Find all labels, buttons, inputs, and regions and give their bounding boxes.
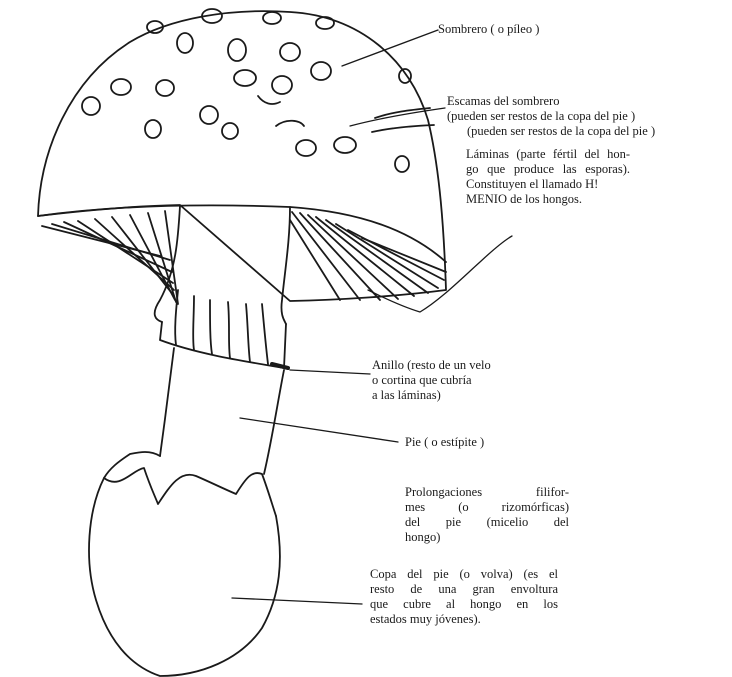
- lower-stem-left: [160, 348, 174, 456]
- cap-scale: [222, 123, 238, 139]
- label-escamas-line: Escamas del sombrero: [447, 94, 655, 109]
- gill-line: [78, 221, 173, 283]
- label-anillo: Anillo (resto de un velo o cortina que c…: [372, 358, 491, 403]
- label-prolongaciones-line: del pie (micelio del: [405, 515, 569, 530]
- label-laminas-line: Láminas (parte fértil del hon-: [466, 147, 630, 162]
- cap-scale: [200, 106, 218, 124]
- label-pie-text: Pie ( o estípite ): [405, 435, 484, 450]
- cap-outline: [38, 11, 446, 301]
- label-prolongaciones-line: mes (o rizomórficas): [405, 500, 569, 515]
- volva-top: [104, 452, 276, 516]
- label-copa: Copa del pie (o volva) (es el resto de u…: [370, 567, 558, 627]
- gill-line: [290, 220, 340, 300]
- cap-scale: [296, 140, 316, 156]
- label-copa-line: resto de una gran envoltura: [370, 582, 558, 597]
- label-copa-line: Copa del pie (o volva) (es el: [370, 567, 558, 582]
- cap-scale: [228, 39, 246, 61]
- label-prolongaciones: Prolongaciones filifor- mes (o rizomórfi…: [405, 485, 569, 545]
- label-escamas-line: (pueden ser restos de la copa del pie ): [447, 124, 655, 139]
- label-escamas-line: (pueden ser restos de la copa del pie ): [447, 109, 655, 124]
- label-copa-line: estados muy jóvenes).: [370, 612, 558, 627]
- label-anillo-line: Anillo (resto de un velo: [372, 358, 491, 373]
- ring-fold: [228, 302, 230, 358]
- gill-line: [42, 226, 160, 256]
- leader-anillo: [290, 370, 370, 374]
- ring-fold: [210, 300, 212, 354]
- cap-rim: [38, 205, 446, 262]
- cap-scale: [82, 97, 100, 115]
- label-sombrero-text: Sombrero ( o píleo ): [438, 22, 539, 37]
- ring-fold: [262, 304, 268, 364]
- label-escamas: Escamas del sombrero (pueden ser restos …: [447, 94, 655, 139]
- label-prolongaciones-line: hongo): [405, 530, 569, 545]
- gill-line: [95, 219, 174, 290]
- volva-outline: [89, 478, 280, 676]
- ring-fold: [193, 296, 194, 350]
- label-copa-line: que cubre al hongo en los: [370, 597, 558, 612]
- leader-laminas: [368, 236, 512, 312]
- label-pie: Pie ( o estípite ): [405, 435, 484, 450]
- label-sombrero: Sombrero ( o píleo ): [438, 22, 539, 37]
- label-laminas-line: go que produce las esporas).: [466, 162, 630, 177]
- cap-scale: [177, 33, 193, 53]
- leader-pie: [240, 418, 398, 442]
- label-anillo-line: o cortina que cubría: [372, 373, 491, 388]
- cap-scale: [375, 108, 430, 118]
- stem-outline-right: [281, 207, 290, 324]
- cap-scale: [272, 76, 292, 94]
- cap-scale: [311, 62, 331, 80]
- cap-scale: [276, 121, 304, 126]
- cap-wart: [316, 17, 334, 29]
- cap-scale: [234, 70, 256, 86]
- gill-line: [308, 215, 398, 299]
- cap-scale: [280, 43, 300, 61]
- cap-scale: [395, 156, 409, 172]
- cap-scale: [145, 120, 161, 138]
- cap-scale: [372, 125, 434, 132]
- cap-wart: [263, 12, 281, 24]
- leader-sombrero: [342, 30, 438, 66]
- gill-line: [326, 220, 428, 293]
- cap-scale: [258, 96, 280, 104]
- cap-scale: [399, 69, 411, 83]
- label-laminas-line: Constituyen el llamado H!: [466, 177, 630, 192]
- label-laminas-line: MENIO de los hongos.: [466, 192, 630, 207]
- label-anillo-line: a las láminas): [372, 388, 491, 403]
- ring-band: [272, 364, 288, 368]
- ring-fold: [246, 304, 250, 362]
- label-prolongaciones-line: Prolongaciones filifor-: [405, 485, 569, 500]
- leader-escamas: [350, 108, 445, 126]
- cap-scale: [111, 79, 131, 95]
- cap-scale: [156, 80, 174, 96]
- gill-line: [112, 217, 174, 296]
- cap-scale: [334, 137, 356, 153]
- label-laminas: Láminas (parte fértil del hon- go que pr…: [466, 147, 630, 207]
- leader-copa: [232, 598, 362, 604]
